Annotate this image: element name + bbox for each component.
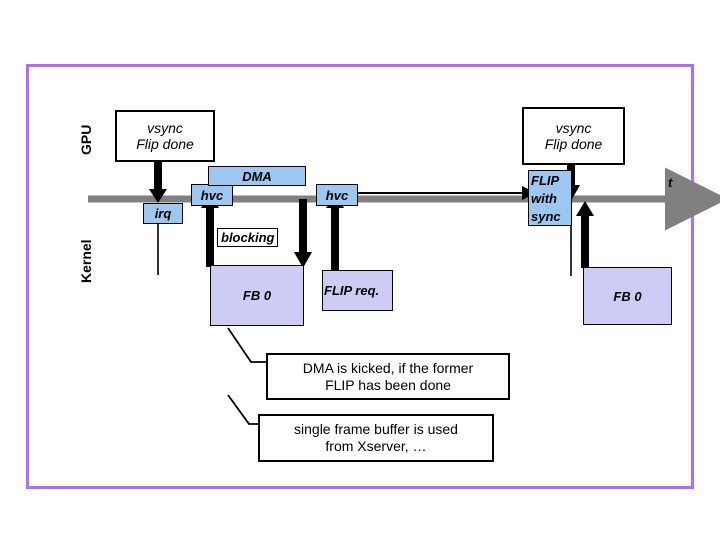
event-box-flip-with-sync: FLIP with sync	[528, 170, 572, 226]
single-fb-note-line2: from Xserver, …	[325, 438, 427, 454]
lane-label-gpu: GPU	[78, 124, 94, 155]
vsync-right-line2: Flip done	[544, 136, 603, 152]
buffer-box-fb0-left: FB 0	[210, 265, 304, 326]
vsync-right-line1: vsync	[555, 119, 592, 136]
time-axis-label: t	[668, 175, 673, 190]
event-box-dma: DMA	[208, 166, 306, 186]
buffer-box-fb0-right: FB 0	[583, 267, 672, 325]
callout-dma-kick-note: DMA is kicked, if the former FLIP has be…	[266, 353, 510, 400]
gpu-event-vsync-left: vsync Flip done	[115, 110, 215, 162]
flip-with-sync-line1: FLIP	[531, 172, 560, 188]
dma-note-line1: DMA is kicked, if the former	[302, 359, 474, 376]
callout-single-fb-note: single frame buffer is used from Xserver…	[258, 414, 494, 462]
flip-with-sync-line2: with	[531, 190, 557, 206]
single-fb-note-line1: single frame buffer is used	[294, 421, 458, 438]
dma-note-line2: FLIP has been done	[325, 376, 451, 393]
flip-with-sync-line3: sync	[531, 208, 561, 224]
label-blocking: blocking	[217, 228, 279, 247]
event-box-irq: irq	[143, 203, 183, 224]
lane-label-kernel: Kernel	[78, 239, 94, 283]
vsync-left-line1: vsync	[147, 119, 183, 136]
event-box-hvc-2: hvc	[316, 184, 358, 206]
gpu-event-vsync-right: vsync Flip done	[522, 107, 625, 165]
vsync-left-line2: Flip done	[136, 136, 194, 152]
slide-border-frame	[26, 64, 694, 489]
event-box-hvc-1: hvc	[191, 184, 233, 206]
buffer-box-flip-req: FLIP req.	[322, 270, 393, 311]
